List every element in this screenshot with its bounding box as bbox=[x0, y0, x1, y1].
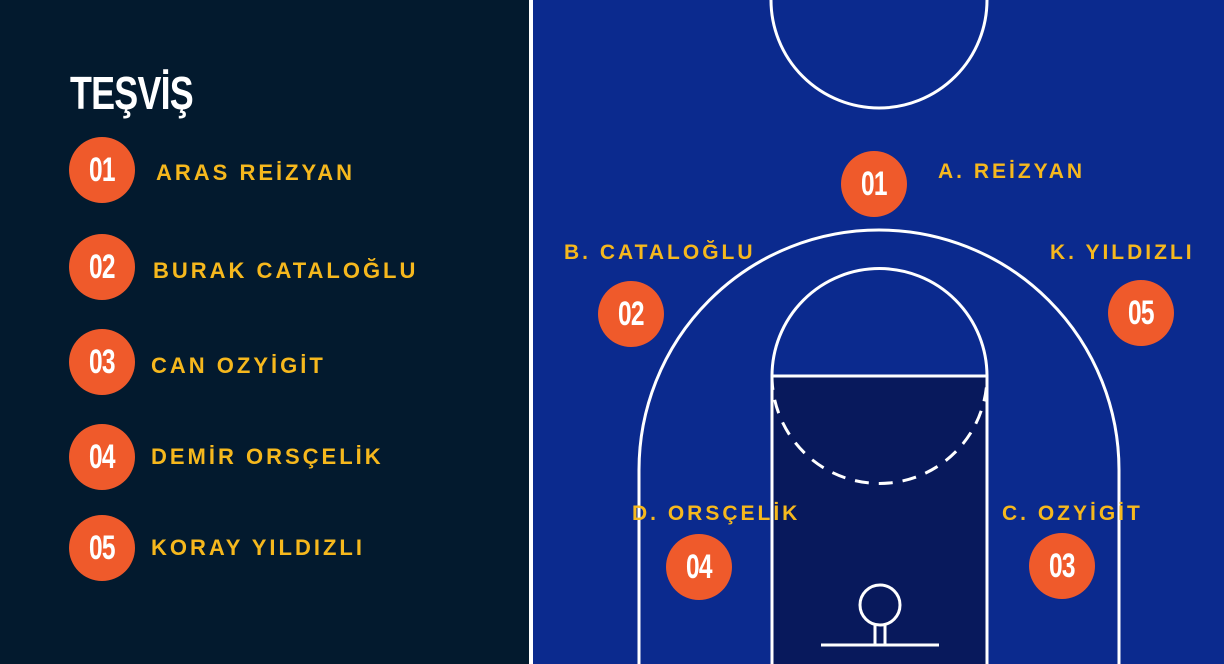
court-badge-01: 01 bbox=[841, 151, 907, 217]
roster-badge-01: 01 bbox=[69, 137, 135, 203]
roster-badge-02: 02 bbox=[69, 234, 135, 300]
court-name-05: K. YILDIZLI bbox=[1050, 241, 1195, 264]
three-point-line bbox=[637, 228, 1121, 664]
roster-name-02: BURAK CATALOĞLU bbox=[153, 258, 419, 283]
paint-area bbox=[770, 374, 989, 664]
court-badge-03: 03 bbox=[1029, 533, 1095, 599]
roster-badge-05: 05 bbox=[69, 515, 135, 581]
center-circle bbox=[769, 0, 989, 110]
roster-name-05: KORAY YILDIZLI bbox=[151, 535, 365, 560]
court-badge-05: 05 bbox=[1108, 280, 1174, 346]
basketball-court: 01 A. REİZYAN B. CATALOĞLU 02 K. YILDIZL… bbox=[533, 0, 1224, 664]
court-name-02: B. CATALOĞLU bbox=[564, 241, 756, 264]
roster-badge-03: 03 bbox=[69, 329, 135, 395]
court-name-04: D. ORSÇELİK bbox=[632, 502, 801, 525]
court-name-01: A. REİZYAN bbox=[938, 160, 1086, 183]
court-lines bbox=[637, 0, 1121, 664]
roster-badge-04: 04 bbox=[69, 424, 135, 490]
roster-name-04: DEMİR ORSÇELİK bbox=[151, 444, 384, 469]
panel-title: TEŞVİŞ bbox=[70, 67, 194, 119]
roster-name-03: CAN OZYİGİT bbox=[151, 353, 326, 378]
court-badge-02: 02 bbox=[598, 281, 664, 347]
lineup-panel: TEŞVİŞ 01 ARAS REİZYAN 02 BURAK CATALOĞL… bbox=[0, 0, 530, 664]
panel-divider bbox=[529, 0, 533, 664]
roster-name-01: ARAS REİZYAN bbox=[156, 160, 355, 185]
hoop bbox=[858, 583, 902, 627]
court-badge-04: 04 bbox=[666, 534, 732, 600]
free-throw-arc-solid bbox=[770, 267, 989, 377]
court-name-03: C. OZYİGİT bbox=[1002, 502, 1143, 525]
free-throw-arc-dashed bbox=[770, 375, 989, 485]
